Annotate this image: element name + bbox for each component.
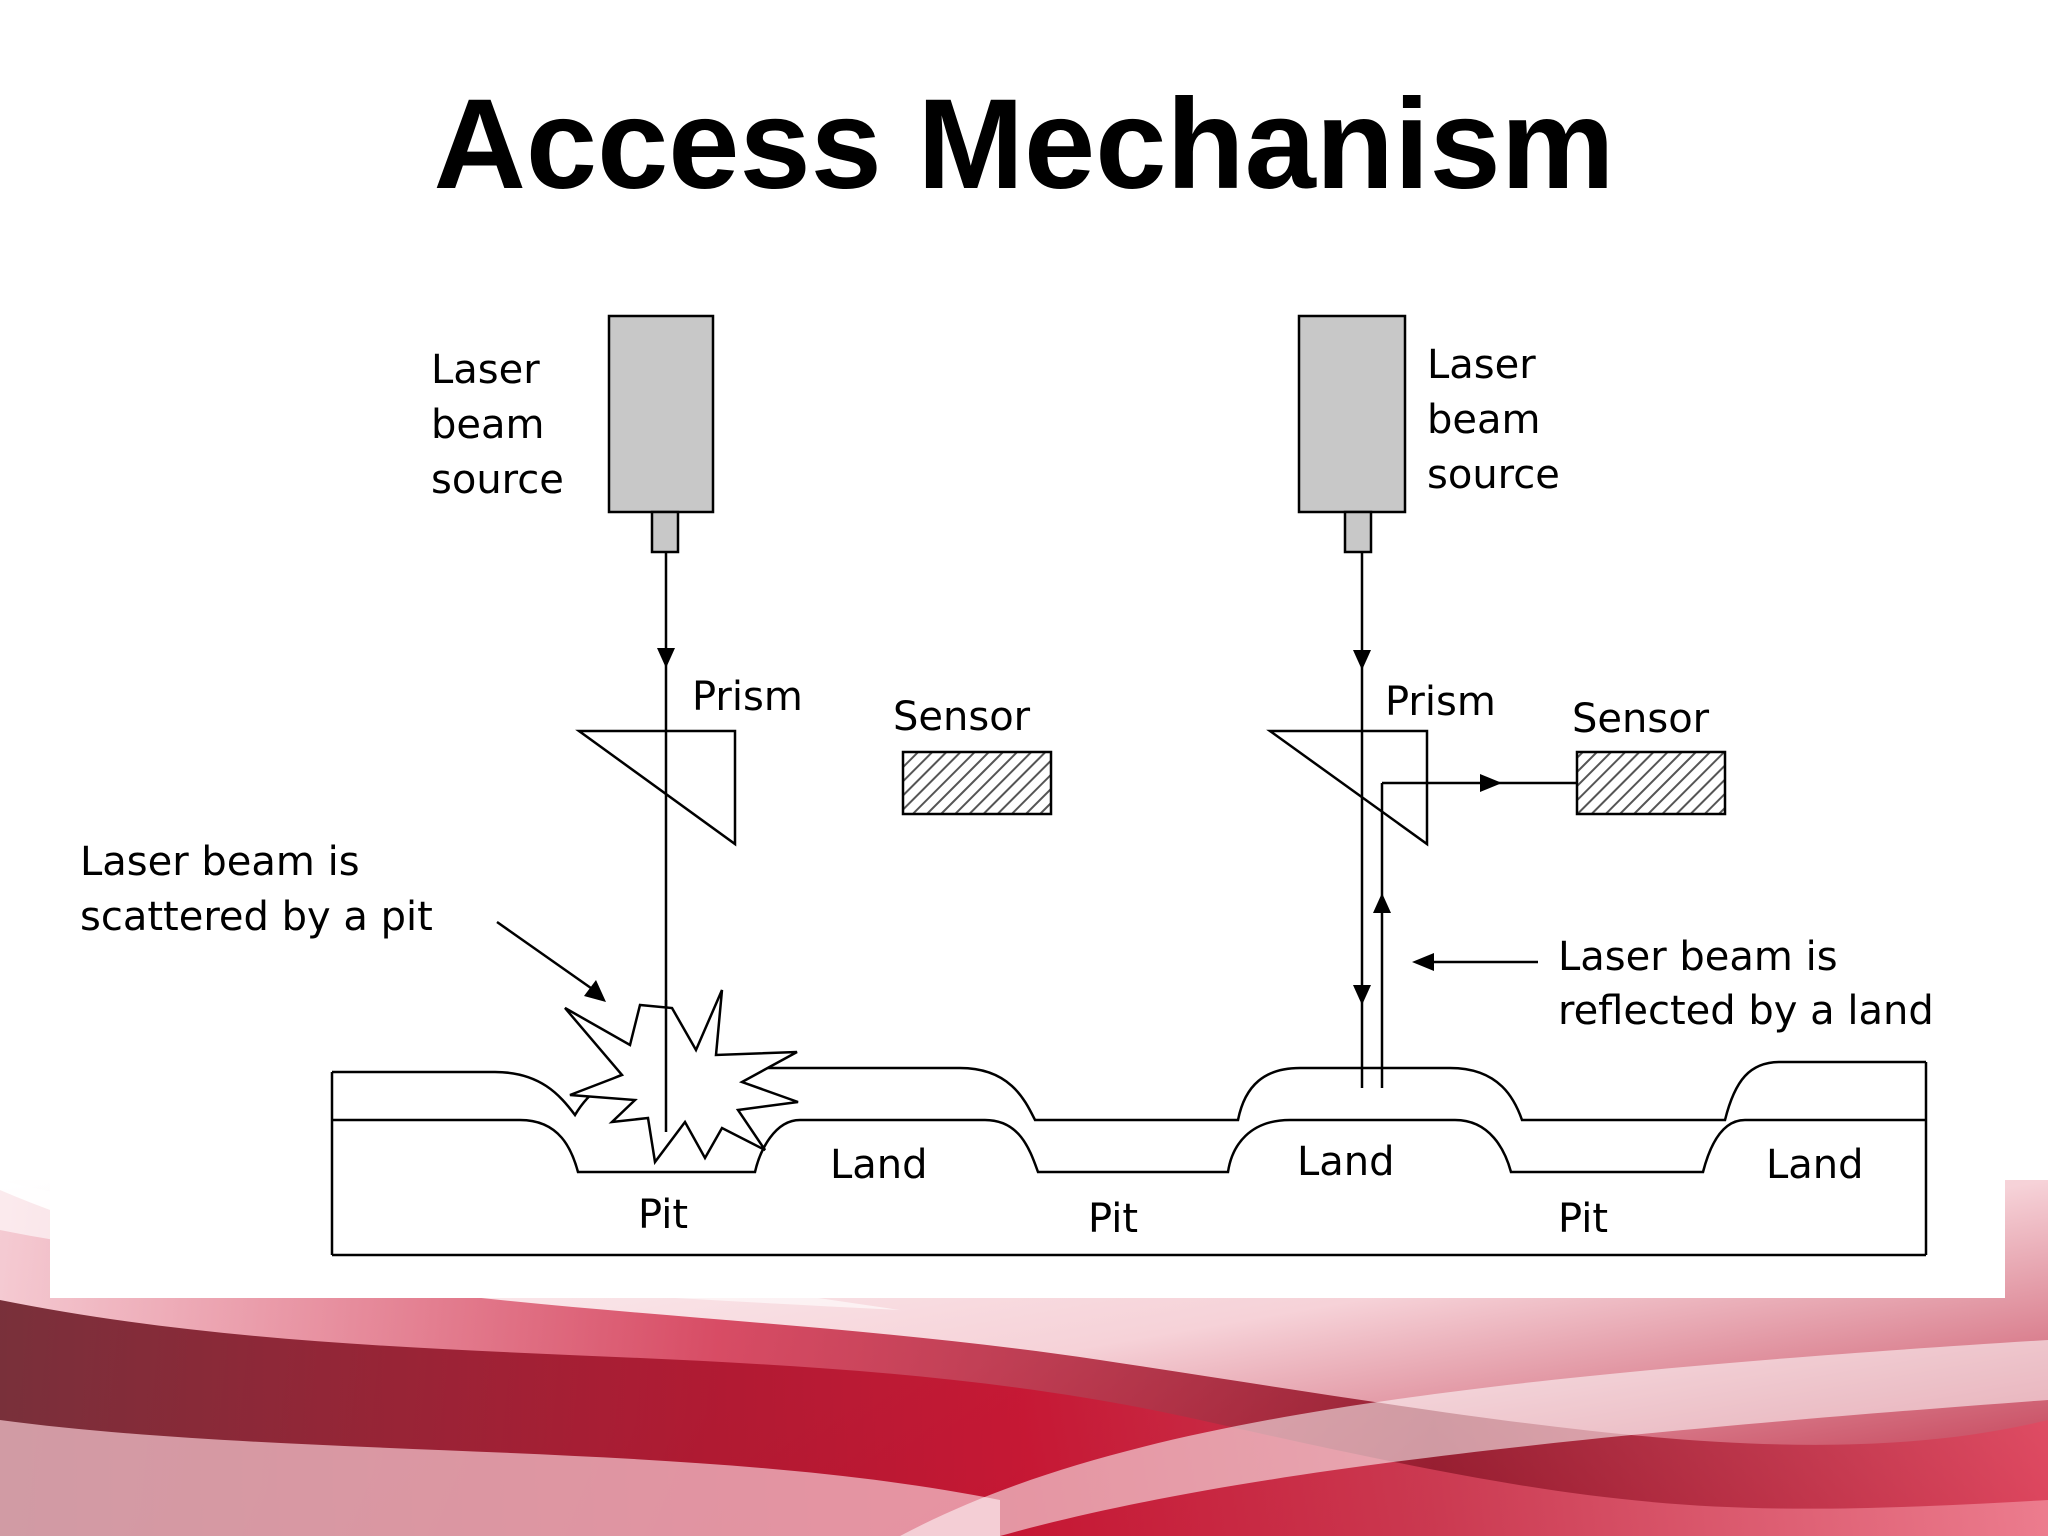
right-source-label-line-3: source — [1427, 452, 1560, 498]
right-callout-line-2: reflected by a land — [1558, 988, 1934, 1034]
left-source-label-line-1: Laser — [431, 347, 540, 393]
slide-title: Access Mechanism — [433, 73, 1615, 216]
right-prism — [1266, 729, 1429, 847]
pit-label-2: Pit — [1088, 1196, 1138, 1242]
right-source-label-line-2: beam — [1427, 397, 1540, 443]
right-sensor-label: Sensor — [1572, 696, 1710, 742]
left-source-label-line-3: source — [431, 457, 564, 503]
left-sensor-label: Sensor — [893, 694, 1031, 740]
pit-label-1: Pit — [638, 1192, 688, 1238]
disc-cross-section — [330, 1060, 1928, 1257]
left-callout-line-1: Laser beam is — [80, 839, 360, 885]
left-prism-label: Prism — [692, 674, 803, 720]
left-callout-line-2: scattered by a pit — [80, 894, 433, 940]
left-setup: Laser beam source Prism Sensor Laser bea… — [80, 314, 1053, 1166]
right-setup: Laser beam source Prism Sensor Laser bea… — [1266, 314, 1934, 1088]
left-laser-source — [607, 314, 715, 554]
land-label-1: Land — [830, 1142, 928, 1188]
right-sensor — [1575, 750, 1727, 816]
pit-label-3: Pit — [1558, 1196, 1608, 1242]
right-prism-label: Prism — [1385, 679, 1496, 725]
left-callout-arrow — [496, 920, 599, 995]
left-source-label-line-2: beam — [431, 402, 544, 448]
left-sensor — [901, 750, 1053, 816]
right-callout-line-1: Laser beam is — [1558, 934, 1838, 980]
land-label-3: Land — [1766, 1142, 1864, 1188]
right-source-label-line-1: Laser — [1427, 342, 1536, 388]
left-beam-arrowhead — [657, 648, 675, 668]
right-laser-source — [1297, 314, 1407, 554]
left-prism — [575, 729, 737, 847]
scatter-starburst — [564, 989, 799, 1166]
land-label-2: Land — [1297, 1139, 1395, 1185]
